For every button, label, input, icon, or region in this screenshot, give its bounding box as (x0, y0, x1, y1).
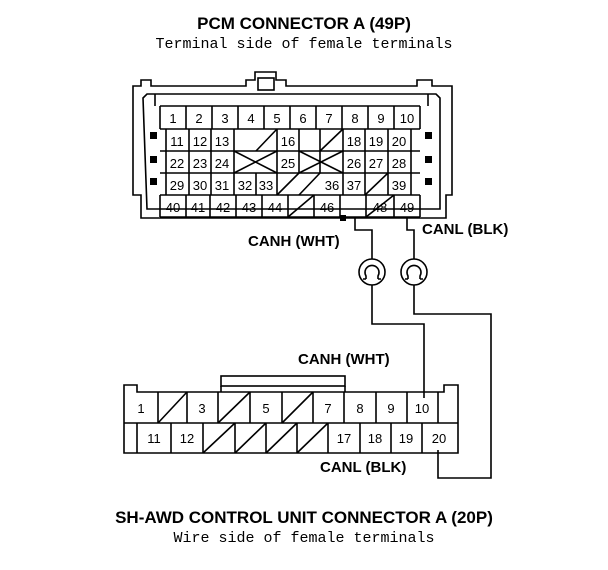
sh-awd-pin-label: 3 (198, 401, 205, 416)
pcm-connector-housing (132, 71, 453, 219)
pcm-pin-label: 30 (193, 178, 207, 193)
pcm-pin-label: 27 (369, 156, 383, 171)
canl-wire-top (406, 217, 415, 259)
pcm-latch (257, 77, 275, 91)
canl-label-bottom: CANL (BLK) (320, 459, 406, 476)
sh-awd-pin-label: 10 (415, 401, 429, 416)
pcm-pin-label: 1 (169, 111, 176, 126)
pcm-pin-label: 40 (166, 200, 180, 215)
pcm-pin-label: 49 (400, 200, 414, 215)
pcm-pin-label: 4 (247, 111, 254, 126)
pcm-pin-label: 28 (392, 156, 406, 171)
pcm-pin-label: 6 (299, 111, 306, 126)
sh-awd-pin-label: 5 (262, 401, 269, 416)
canh-wire-bottom (371, 285, 425, 398)
canl-probe-icon (400, 258, 428, 286)
sh-awd-pin-label: 17 (337, 431, 351, 446)
sh-awd-pin-label: 12 (180, 431, 194, 446)
pcm-pin-label: 23 (193, 156, 207, 171)
sh-awd-pin-label: 19 (399, 431, 413, 446)
pcm-pin-label: 44 (268, 200, 282, 215)
pcm-pin-label: 9 (377, 111, 384, 126)
pcm-pin-label: 18 (347, 134, 361, 149)
sh-awd-pin-label: 8 (356, 401, 363, 416)
pcm-pin-label: 31 (215, 178, 229, 193)
pcm-pin-label: 48 (373, 200, 387, 215)
pcm-pin-label: 7 (325, 111, 332, 126)
pcm-pin-label: 8 (351, 111, 358, 126)
sh-awd-pin-label: 1 (137, 401, 144, 416)
pcm-pin-label: 37 (347, 178, 361, 193)
canh-probe-icon (358, 258, 386, 286)
pcm-pin-label: 32 (238, 178, 252, 193)
pcm-pin-label: 20 (392, 134, 406, 149)
sh-awd-pin-label: 7 (324, 401, 331, 416)
pcm-pin-label: 46 (320, 200, 334, 215)
pcm-pin-label: 22 (170, 156, 184, 171)
pcm-connector-inner-frame (142, 93, 441, 210)
pcm-pin-label: 39 (392, 178, 406, 193)
sh-awd-pin-label: 20 (432, 431, 446, 446)
pcm-pin-label: 24 (215, 156, 229, 171)
sh-awd-connector-subtitle: Wire side of female terminals (173, 530, 435, 547)
pcm-pin-label: 36 (325, 178, 339, 193)
pcm-pin-label: 29 (170, 178, 184, 193)
pcm-pin-label: 25 (281, 156, 295, 171)
pcm-pin-label: 2 (195, 111, 202, 126)
pcm-pin-label: 3 (221, 111, 228, 126)
pcm-pin-label: 12 (193, 134, 207, 149)
pcm-pin-label: 10 (400, 111, 414, 126)
pcm-pin-label: 19 (369, 134, 383, 149)
pcm-pin-label: 26 (347, 156, 361, 171)
canh-label-bottom: CANH (WHT) (298, 351, 390, 368)
pcm-pin-label: 13 (215, 134, 229, 149)
canh-label-top: CANH (WHT) (248, 233, 340, 250)
sh-awd-connector-title: SH-AWD CONTROL UNIT CONNECTOR A (20P) (115, 508, 493, 527)
sh-awd-pin-label: 9 (387, 401, 394, 416)
pcm-pin-label: 11 (170, 134, 184, 149)
canl-wire-bottom (413, 285, 492, 479)
pcm-pin-label: 41 (191, 200, 205, 215)
pcm-connector-subtitle: Terminal side of female terminals (155, 36, 453, 53)
canh-wire-top (354, 217, 373, 259)
pcm-connector-title: PCM CONNECTOR A (49P) (197, 14, 411, 33)
pcm-pin-label: 43 (242, 200, 256, 215)
sh-awd-latch (220, 375, 346, 387)
pcm-pin-label: 5 (273, 111, 280, 126)
canl-label-top: CANL (BLK) (422, 221, 508, 238)
sh-awd-pin-label: 18 (368, 431, 382, 446)
pcm-pin-label: 16 (281, 134, 295, 149)
pcm-pin-label: 42 (216, 200, 230, 215)
pcm-pin-label: 33 (259, 178, 273, 193)
sh-awd-pin-label: 11 (147, 431, 161, 446)
